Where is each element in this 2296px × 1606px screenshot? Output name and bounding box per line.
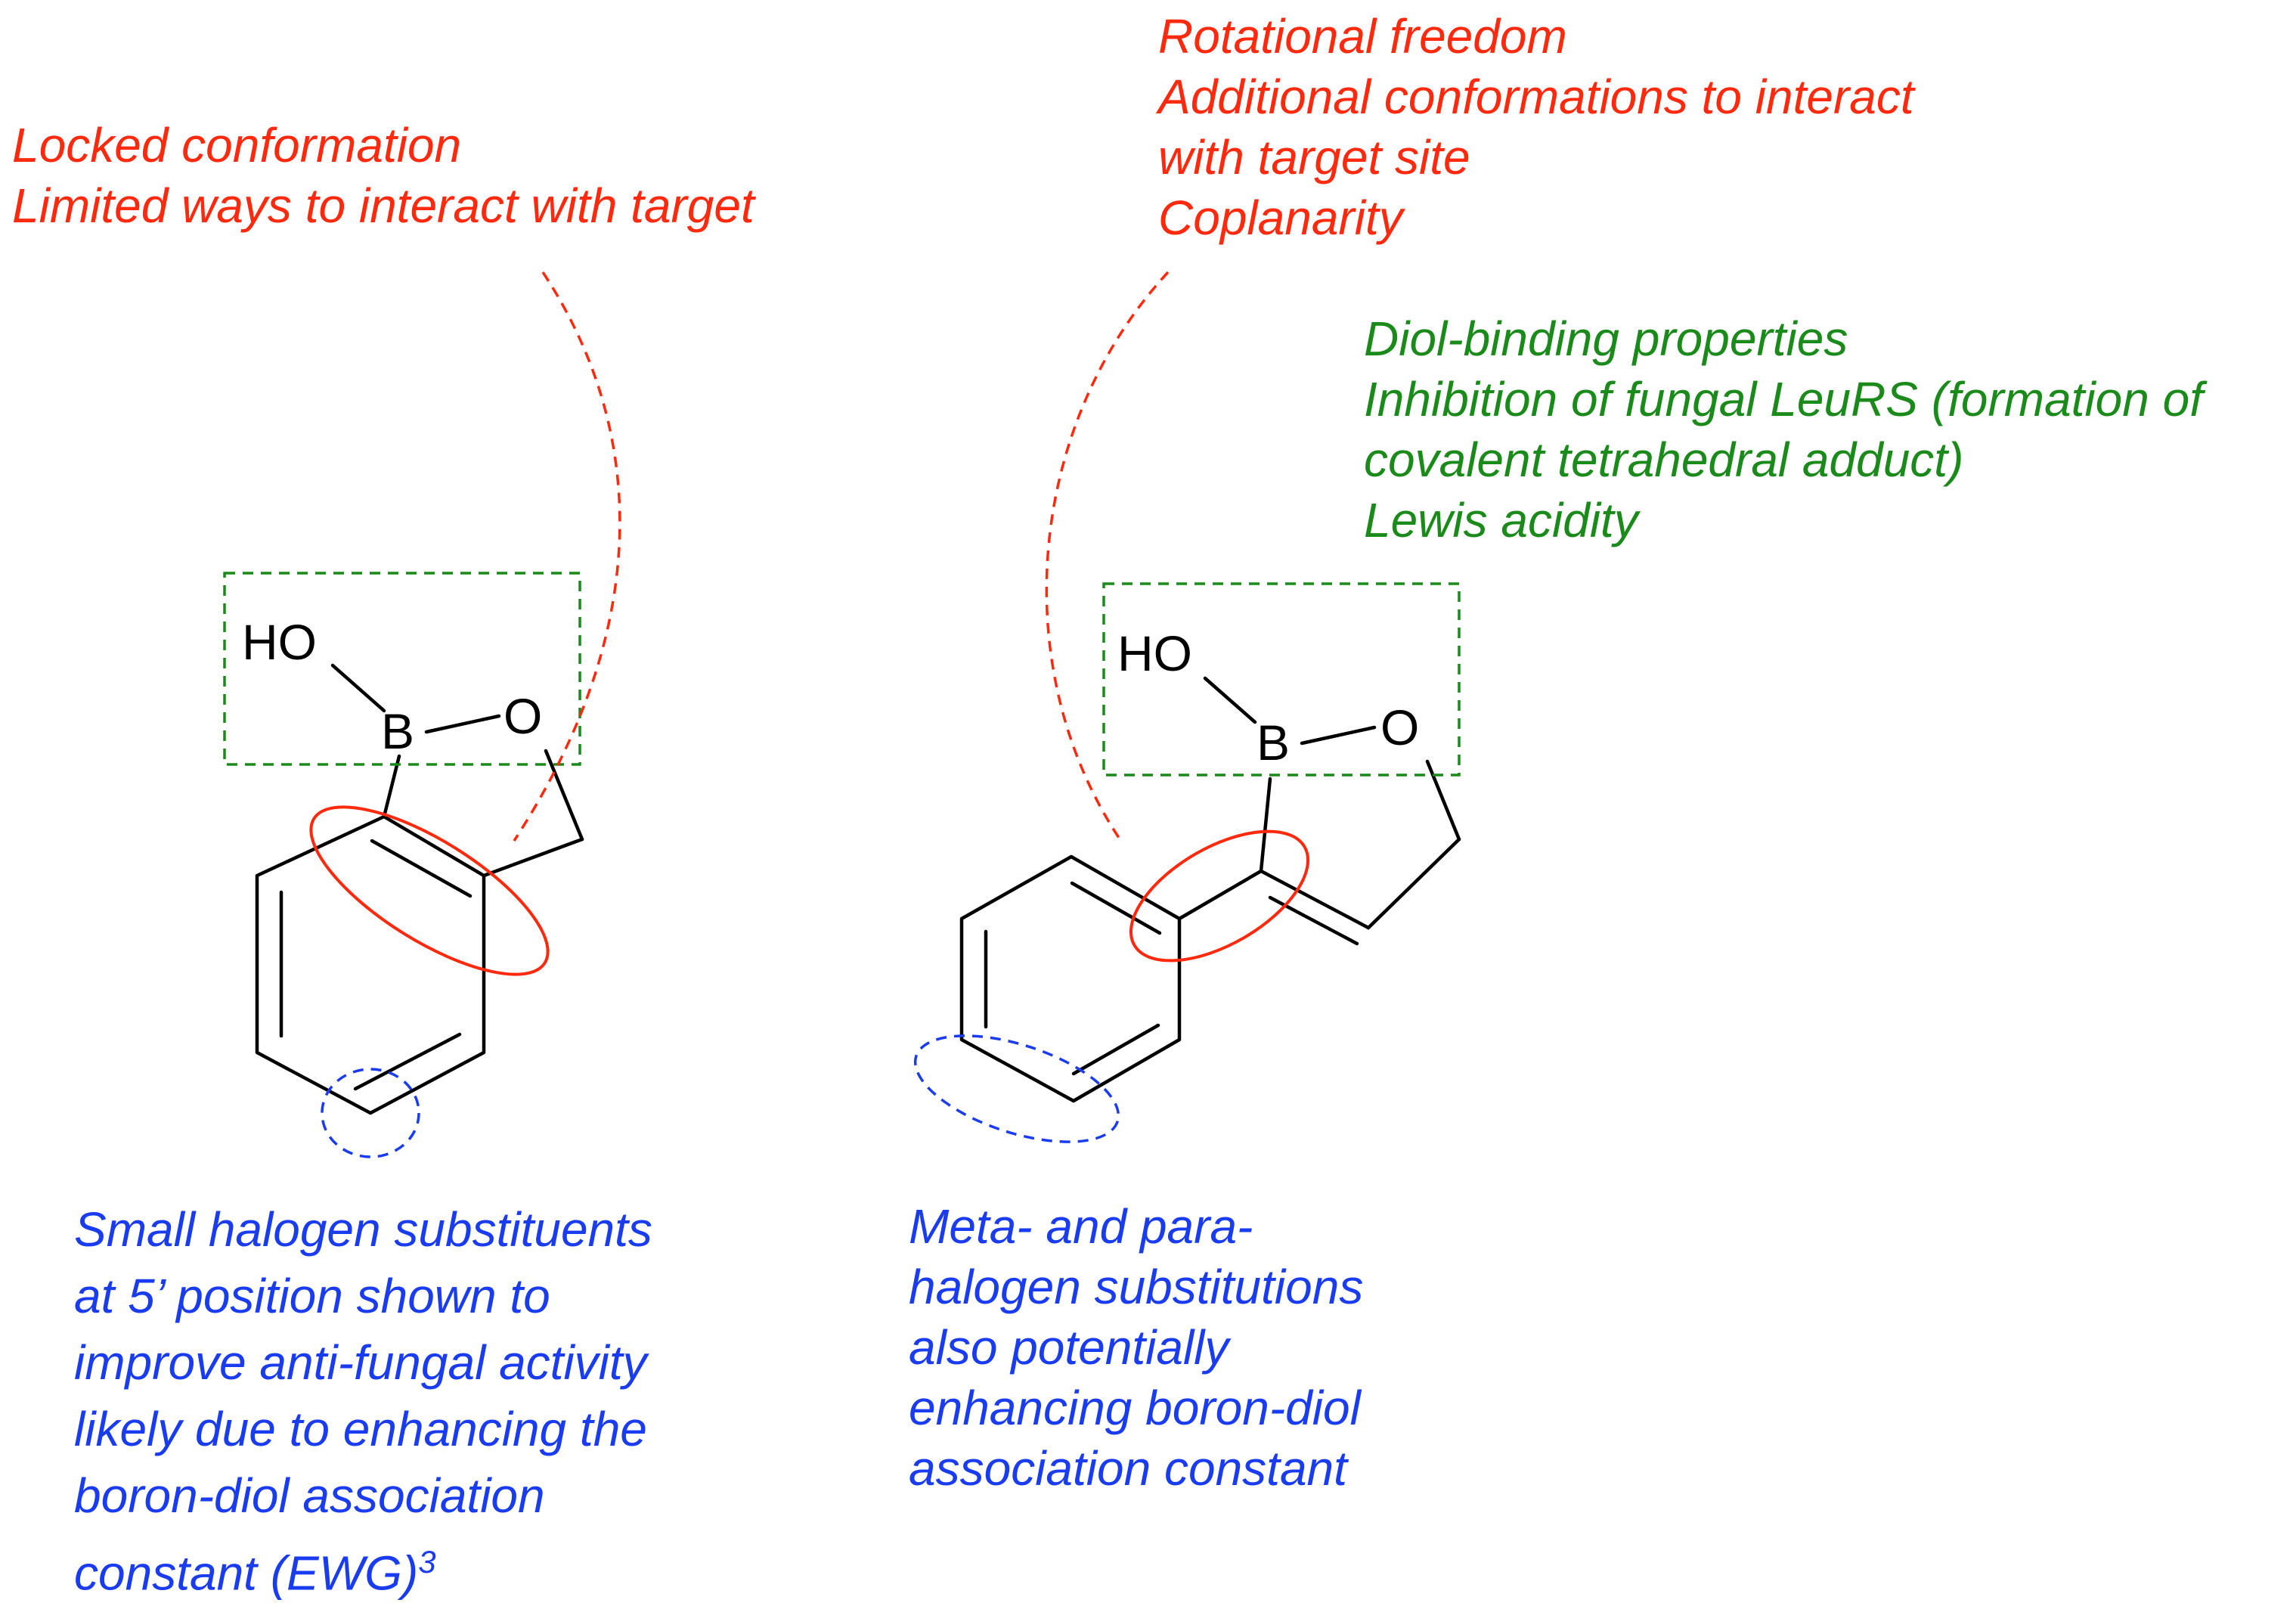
left-bottom-line-6: constant (EWG)3 xyxy=(74,1529,652,1606)
right-bond-c-ch2 xyxy=(1366,837,1461,930)
left-annotation-leader xyxy=(513,271,621,842)
left-bond-ring-ch2 xyxy=(482,837,584,878)
right-atom-b: B xyxy=(1256,715,1290,770)
left-bottom-line-4: likely due to enhancing the xyxy=(74,1402,647,1456)
right-top-annotation: Rotational freedom Additional conformati… xyxy=(1158,6,1914,248)
right-double-bond-top xyxy=(1070,881,1162,935)
left-bottom-line-6-text: constant (EWG) xyxy=(74,1546,419,1601)
left-molecule: HO B O xyxy=(242,614,584,1115)
right-bond-ho-b xyxy=(1203,676,1257,724)
left-top-line-1: Locked conformation xyxy=(12,118,462,172)
left-top-annotation: Locked conformation Limited ways to inte… xyxy=(12,115,754,236)
right-atom-o: O xyxy=(1380,699,1419,755)
right-bottom-line-4: enhancing boron-diol xyxy=(909,1381,1361,1435)
right-top-line-1: Rotational freedom xyxy=(1158,9,1567,64)
left-bond-b-o xyxy=(424,714,501,734)
green-line-2: Inhibition of fungal LeuRS (formation of xyxy=(1364,372,2203,426)
left-atom-b: B xyxy=(381,703,414,759)
right-bond-ch2-o xyxy=(1425,759,1461,842)
left-bottom-line-3: improve anti-fungal activity xyxy=(74,1335,647,1390)
left-bottom-line-5: boron-diol association xyxy=(74,1468,545,1523)
left-benzene-ring xyxy=(255,814,486,1115)
right-rotatable-bond-highlight xyxy=(1129,829,1310,963)
reference-superscript: 3 xyxy=(418,1544,436,1580)
right-bottom-line-1: Meta- and para- xyxy=(909,1199,1253,1254)
left-fused-bond-highlight xyxy=(309,805,550,976)
right-bottom-annotation: Meta- and para- halogen substitutions al… xyxy=(909,1196,1363,1499)
right-double-bond-bottom xyxy=(1071,1023,1160,1076)
right-bond-c-b xyxy=(1259,777,1272,873)
left-bottom-line-2: at 5’ position shown to xyxy=(74,1269,550,1323)
left-double-bond-bottom xyxy=(353,1032,462,1091)
right-green-annotation: Diol-binding properties Inhibition of fu… xyxy=(1364,308,2203,550)
right-bottom-line-3: also potentially xyxy=(909,1320,1229,1375)
right-meta-para-highlight xyxy=(913,1034,1120,1143)
left-position-5-highlight xyxy=(321,1068,420,1158)
left-bond-ch2-o xyxy=(544,749,584,842)
right-top-line-2: Additional conformations to interact xyxy=(1158,70,1914,124)
green-line-1: Diol-binding properties xyxy=(1364,312,1848,366)
left-bond-b-ring xyxy=(382,754,401,819)
left-atom-ho: HO xyxy=(242,614,317,670)
left-bottom-line-1: Small halogen substituents xyxy=(74,1202,652,1257)
right-atom-ho: HO xyxy=(1117,625,1192,681)
right-bottom-line-5: association constant xyxy=(909,1441,1347,1496)
right-bond-c-c xyxy=(1259,869,1371,930)
right-bottom-line-2: halogen substitutions xyxy=(909,1260,1364,1314)
right-annotation-leader xyxy=(1045,271,1170,839)
green-line-3: covalent tetrahedral adduct) xyxy=(1364,433,1964,487)
left-top-line-2: Limited ways to interact with target xyxy=(12,178,754,233)
right-bond-c-c-double xyxy=(1268,895,1359,946)
left-double-bond-top xyxy=(370,839,473,898)
right-molecule: HO B O xyxy=(959,625,1461,1103)
right-top-line-3: with target site xyxy=(1158,130,1470,184)
left-atom-o: O xyxy=(504,688,542,744)
right-bond-ring-c xyxy=(1177,869,1263,921)
left-bond-ho-b xyxy=(330,663,386,713)
right-top-line-4: Coplanarity xyxy=(1158,191,1403,245)
right-bond-b-o xyxy=(1300,725,1377,746)
left-bottom-annotation: Small halogen substituents at 5’ positio… xyxy=(74,1196,652,1606)
green-line-4: Lewis acidity xyxy=(1364,493,1638,547)
